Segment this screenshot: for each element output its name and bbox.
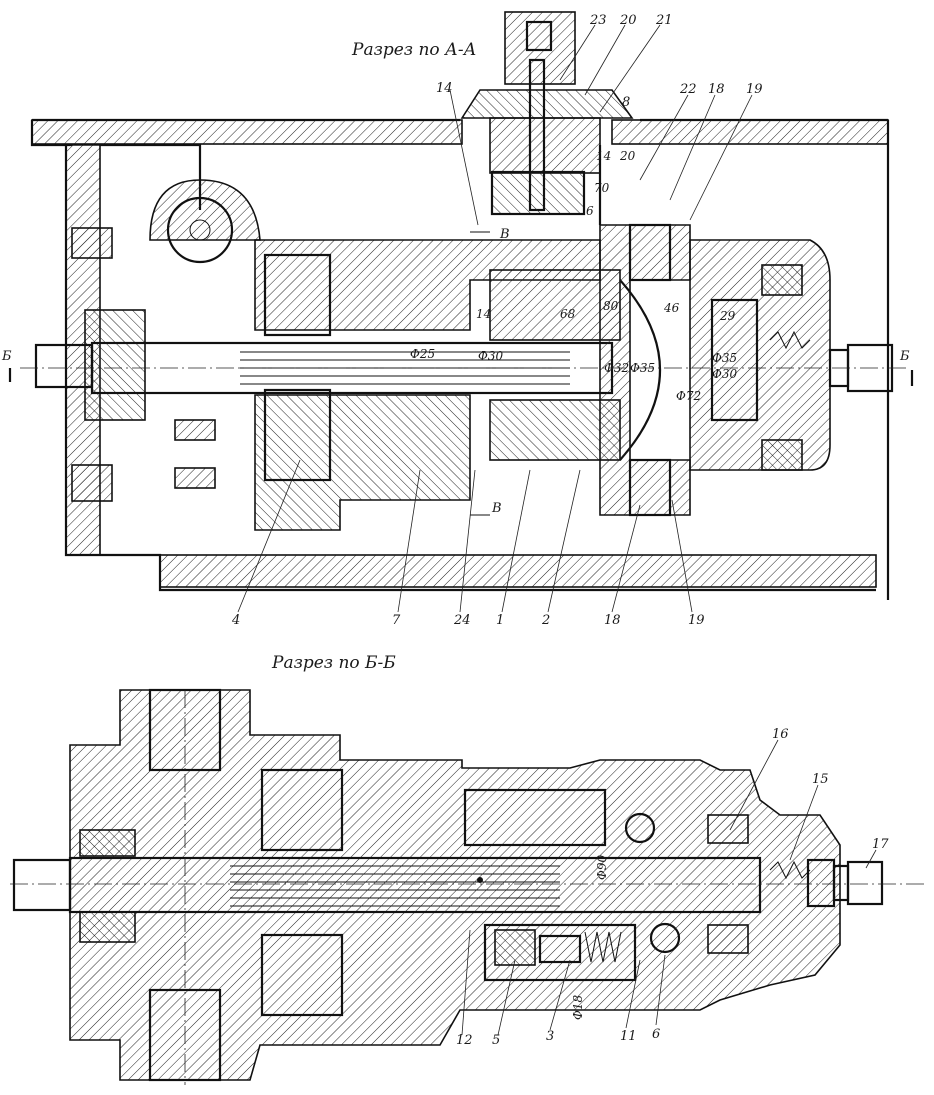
- callout-4: 4: [231, 613, 240, 628]
- callout-14: 14: [436, 81, 453, 96]
- dim-6: 6: [586, 204, 594, 218]
- section-bb-title: Разрез по Б-Б: [271, 653, 396, 673]
- callout-8: 8: [622, 95, 630, 110]
- callout-2: 2: [541, 613, 550, 628]
- section-bb: Разрез по Б-Б: [10, 653, 928, 1085]
- right-cover-aa: [689, 239, 894, 471]
- dim-phi35: Φ35: [630, 361, 655, 375]
- mark-b-right: Б: [899, 349, 910, 364]
- callout-21: 21: [655, 13, 673, 28]
- dimensions-bb: Φ90 Φ18: [571, 855, 609, 1020]
- dim-phi35b: Φ35: [712, 351, 737, 365]
- dim-phi30b: Φ30: [712, 367, 737, 381]
- callout-18: 18: [708, 82, 725, 97]
- callout-18b: 18: [604, 613, 621, 628]
- dim-phi25: Φ25: [410, 347, 435, 361]
- cam-boss: [149, 179, 261, 264]
- section-marks-aa: Б Б В В: [1, 227, 914, 516]
- dimensions-aa: 14 68 80 46 29 Φ25 Φ30 Φ32 Φ35 Φ72 Φ35 Φ…: [410, 149, 737, 403]
- callout-16: 16: [772, 727, 789, 742]
- callout-24: 24: [453, 613, 471, 628]
- callout-5: 5: [492, 1033, 500, 1048]
- mark-v-bottom: В: [491, 501, 502, 516]
- callouts-bb: 16 15 17 12 5 3 11 6: [456, 727, 889, 1048]
- mark-b-left: Б: [1, 349, 12, 364]
- dim-phi30: Φ30: [478, 349, 503, 363]
- main-shaft-bb: [12, 856, 762, 914]
- dim-phi72: Φ72: [676, 389, 701, 403]
- dim-29: 29: [719, 309, 736, 323]
- spring-plunger: [494, 929, 622, 966]
- housing-aa: [30, 118, 890, 600]
- mark-v-top: В: [499, 227, 510, 242]
- callout-23: 23: [589, 13, 607, 28]
- callout-19: 19: [746, 82, 763, 97]
- dim-phi90: Φ90: [595, 855, 609, 880]
- hub-aa: [489, 223, 691, 517]
- dim-20: 20: [619, 149, 636, 163]
- callout-20: 20: [619, 13, 637, 28]
- callout-12: 12: [456, 1033, 473, 1048]
- housing-bb: [69, 688, 841, 1082]
- callout-22: 22: [679, 82, 697, 97]
- callout-6: 6: [652, 1027, 660, 1042]
- dim-14: 14: [476, 307, 491, 321]
- callout-1: 1: [496, 613, 504, 628]
- section-aa-title: Разрез по А-А: [351, 40, 477, 60]
- bearings-bb: [79, 812, 749, 954]
- callout-19b: 19: [688, 613, 705, 628]
- callout-11: 11: [620, 1029, 637, 1044]
- plunger-assembly-top: [460, 11, 634, 216]
- right-cover-bb: [769, 858, 884, 908]
- dim-68: 68: [560, 307, 576, 321]
- callout-7: 7: [392, 613, 401, 628]
- dim-phi18: Φ18: [571, 995, 585, 1020]
- callout-15: 15: [812, 772, 829, 787]
- dim-phi32: Φ32: [604, 361, 629, 375]
- callouts-aa: 23 20 21 14 22 18 19 8 4 7 24 1 2 18 19: [231, 13, 763, 628]
- callout-3: 3: [546, 1029, 554, 1044]
- section-aa: Разрез по А-А: [1, 11, 914, 628]
- dim-14b: 14: [596, 149, 611, 163]
- dim-80: 80: [603, 299, 619, 313]
- dim-70: 70: [594, 181, 610, 195]
- callout-17: 17: [872, 837, 889, 852]
- left-bearing-aa: [34, 227, 146, 502]
- dim-46: 46: [663, 301, 680, 315]
